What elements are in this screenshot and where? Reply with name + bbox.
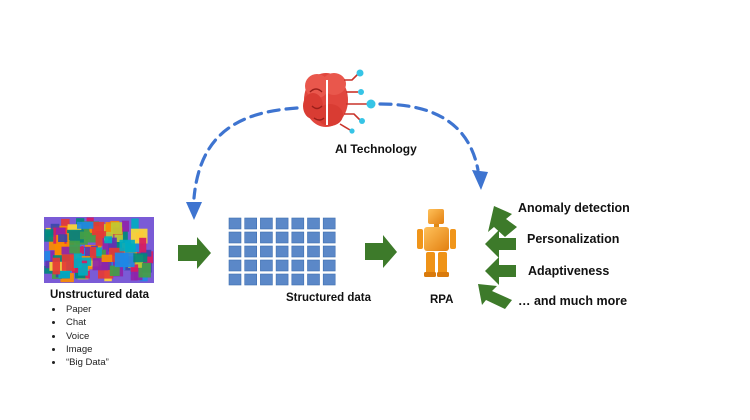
unstructured-data-list: Paper Chat Voice Image “Big Data” <box>50 303 109 369</box>
outcome-and-much-more: … and much more <box>518 294 628 308</box>
outcome-anomaly-detection: Anomaly detection <box>518 201 630 215</box>
list-item: “Big Data” <box>64 356 109 369</box>
unstructured-data-mosaic-icon <box>44 217 154 283</box>
outcome-arrow-more <box>478 284 512 309</box>
brain-circuit-icon <box>303 69 376 134</box>
robot-icon <box>417 209 456 277</box>
ai-to-structured-arrowhead <box>186 202 202 220</box>
list-item: Paper <box>64 303 109 316</box>
rpa-label: RPA <box>430 294 454 306</box>
outcome-arrow-anomaly <box>488 206 517 237</box>
unstructured-data-label: Unstructured data <box>50 289 150 301</box>
structured-to-rpa-arrow <box>365 235 397 268</box>
list-item: Image <box>64 343 109 356</box>
structured-data-label: Structured data <box>286 292 371 304</box>
ai-technology-label: AI Technology <box>335 142 417 156</box>
outcome-personalization: Personalization <box>527 232 620 246</box>
outcome-arrow-adaptiveness <box>485 257 516 285</box>
ai-to-structured-dashed-arrow <box>192 106 299 200</box>
list-item: Chat <box>64 316 109 329</box>
unstructured-to-structured-arrow <box>178 237 211 269</box>
ai-to-outcomes-arrowhead <box>472 170 488 190</box>
structured-data-grid-icon <box>228 217 336 286</box>
ai-to-outcomes-dashed-arrow <box>378 102 480 172</box>
outcome-adaptiveness: Adaptiveness <box>528 264 610 278</box>
list-item: Voice <box>64 330 109 343</box>
outcome-arrow-personalization <box>485 230 516 258</box>
